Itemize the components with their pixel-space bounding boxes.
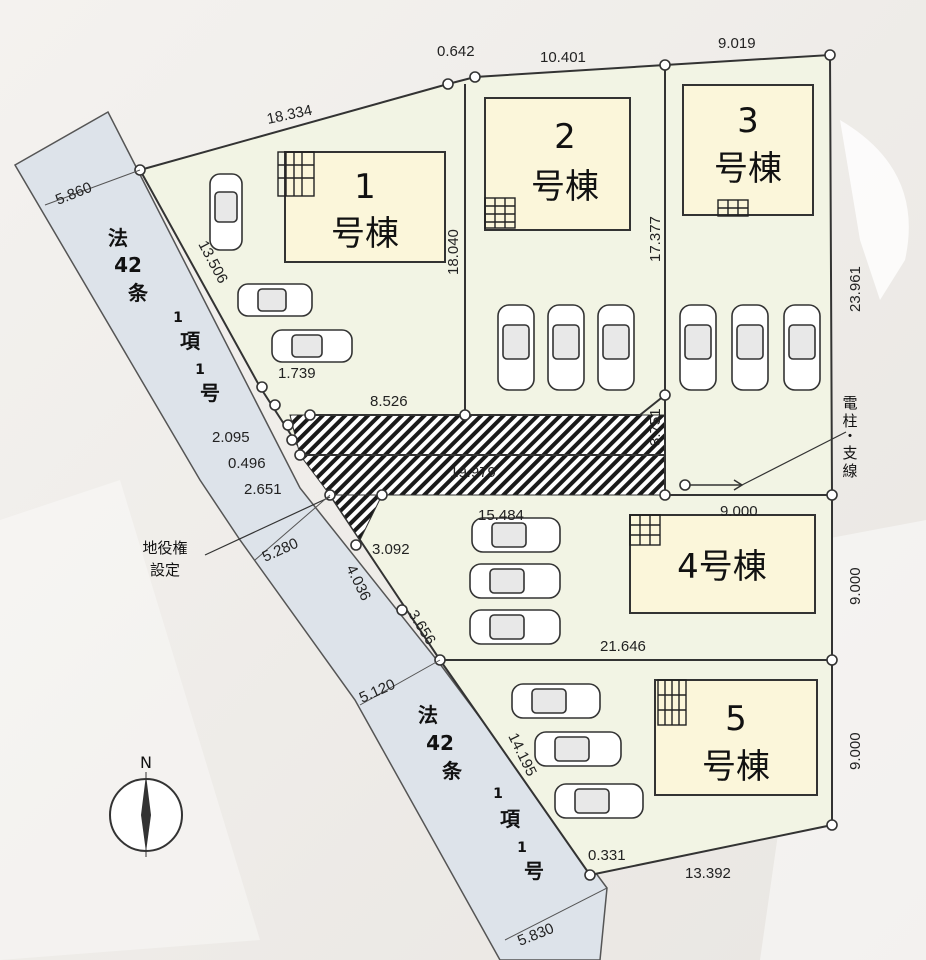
- parking-cars: [209, 173, 821, 819]
- svg-text:1: 1: [195, 362, 205, 378]
- svg-text:0.496: 0.496: [228, 455, 266, 472]
- house-1-footprint: [284, 151, 446, 263]
- house-1-suffix: 号棟: [331, 214, 399, 254]
- house-1-number: 1: [354, 167, 376, 207]
- road: [13, 110, 608, 960]
- car: [597, 304, 635, 391]
- house-4-footprint: [629, 514, 816, 614]
- house-5-footprint: [654, 679, 818, 796]
- svg-text:1.739: 1.739: [278, 365, 316, 382]
- stair-icon: [484, 197, 516, 229]
- svg-text:法: 法: [108, 226, 128, 250]
- car: [237, 283, 313, 317]
- svg-text:1: 1: [493, 786, 503, 802]
- easement-note-line1: 地役権: [142, 539, 187, 557]
- svg-text:0.642: 0.642: [437, 43, 475, 60]
- dim-line: [44, 169, 141, 206]
- dim-line: [254, 494, 331, 561]
- dim-line: [359, 659, 441, 706]
- house-3-number: 3: [737, 101, 759, 141]
- road-label-upper-go: 号: [200, 381, 220, 405]
- svg-text:2.095: 2.095: [212, 429, 250, 446]
- svg-text:条: 条: [442, 759, 463, 783]
- car: [783, 304, 821, 391]
- easement-note-line2: 設定: [150, 561, 180, 579]
- road-label-upper: 法 42 条 1 項 1 項: [108, 226, 205, 378]
- svg-text:3.092: 3.092: [372, 541, 410, 558]
- car: [271, 329, 353, 363]
- svg-text:柱: 柱: [842, 412, 857, 430]
- svg-text:号: 号: [524, 859, 544, 883]
- svg-text:支: 支: [842, 444, 857, 462]
- car: [209, 173, 243, 251]
- car: [497, 304, 535, 391]
- svg-text:条: 条: [128, 281, 149, 305]
- survey-points: [134, 49, 838, 881]
- car: [469, 609, 561, 645]
- svg-text:3.751: 3.751: [647, 408, 664, 446]
- house-2-footprint: [484, 97, 631, 231]
- background-shape: [760, 520, 926, 960]
- car: [534, 731, 622, 767]
- dim-line: [504, 887, 608, 941]
- pole-leader: [741, 431, 847, 486]
- house-3-suffix: 号棟: [714, 149, 782, 189]
- svg-text:10.401: 10.401: [540, 49, 586, 66]
- north-arrow-icon: N: [109, 753, 183, 857]
- lot-lines: [300, 65, 832, 661]
- svg-text:0.331: 0.331: [588, 847, 626, 864]
- stair-icon: [277, 151, 315, 197]
- house-5-suffix: 号棟: [702, 747, 770, 787]
- svg-text:21.646: 21.646: [600, 638, 646, 655]
- stair-icon: [629, 514, 661, 546]
- background-shape: [840, 120, 909, 300]
- svg-text:42: 42: [426, 731, 454, 755]
- svg-text:項: 項: [500, 807, 521, 831]
- svg-text:・: ・: [842, 427, 857, 445]
- svg-text:1: 1: [173, 310, 183, 326]
- svg-text:9.000: 9.000: [720, 503, 758, 520]
- road-label-lower: 法 42 条 1 項 1 号: [418, 703, 544, 883]
- svg-text:N: N: [140, 753, 152, 772]
- stair-icon: [657, 679, 687, 726]
- svg-text:電: 電: [842, 394, 857, 412]
- svg-text:9.000: 9.000: [847, 732, 864, 770]
- measurements: 0.642 10.401 9.019 18.334 5.860 13.506 1…: [53, 35, 864, 950]
- svg-text:18.040: 18.040: [445, 229, 462, 275]
- car: [679, 304, 717, 391]
- svg-text:2.651: 2.651: [244, 481, 282, 498]
- svg-text:42: 42: [114, 253, 142, 277]
- svg-text:23.961: 23.961: [847, 266, 864, 312]
- pole-note: 電 柱 ・ 支 線: [842, 394, 857, 480]
- svg-text:線: 線: [842, 462, 857, 480]
- stair-icon: [717, 199, 749, 217]
- car: [511, 683, 601, 719]
- svg-text:13.392: 13.392: [685, 865, 731, 882]
- svg-text:9.000: 9.000: [847, 567, 864, 605]
- svg-text:17.377: 17.377: [647, 216, 664, 262]
- svg-text:8.526: 8.526: [370, 393, 408, 410]
- easement-leader: [204, 496, 331, 556]
- svg-text:9.019: 9.019: [718, 35, 756, 52]
- car: [554, 783, 644, 819]
- car: [731, 304, 769, 391]
- car: [469, 563, 561, 599]
- house-2-suffix: 号棟: [531, 167, 599, 207]
- house-4-label: 4号棟: [677, 547, 767, 587]
- house-5-number: 5: [725, 699, 747, 739]
- car: [471, 517, 561, 553]
- svg-text:15.484: 15.484: [478, 507, 524, 524]
- car: [547, 304, 585, 391]
- house-2-number: 2: [554, 117, 576, 157]
- house-3-footprint: [682, 84, 814, 216]
- svg-text:法: 法: [418, 703, 438, 727]
- svg-text:項: 項: [180, 329, 201, 353]
- svg-text:1: 1: [517, 840, 527, 856]
- svg-text:19.979: 19.979: [450, 464, 496, 481]
- background-shape: [0, 480, 260, 960]
